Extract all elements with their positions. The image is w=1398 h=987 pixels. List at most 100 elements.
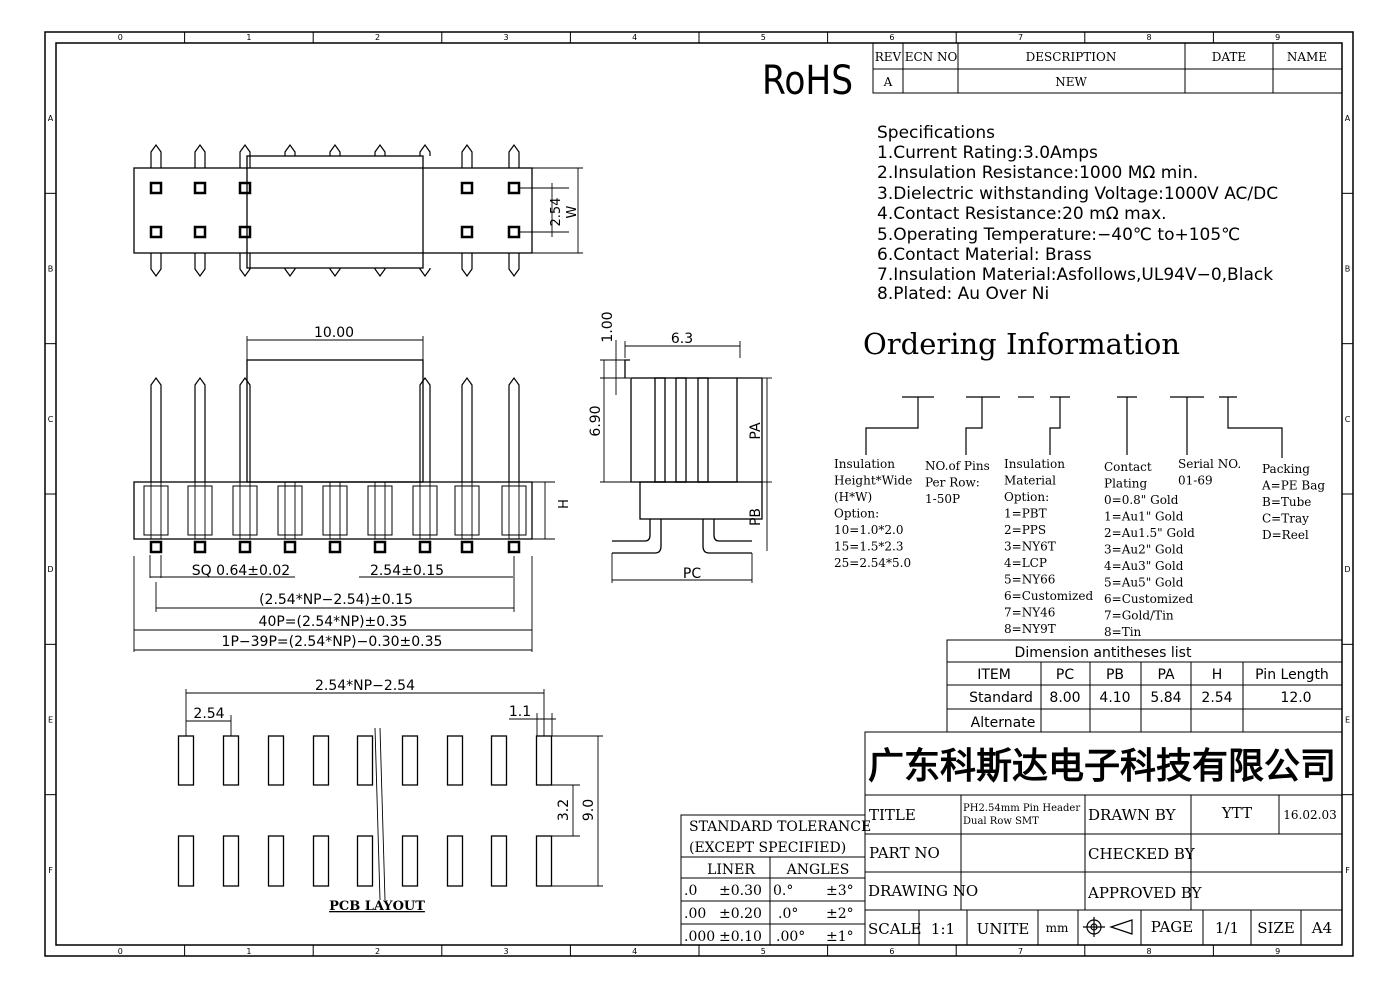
side-top-dim: 1.00 xyxy=(600,311,616,342)
ordering-option-text: 2=Au1.5" Gold xyxy=(1104,526,1195,540)
pin-square xyxy=(238,225,252,239)
front-pin-segment xyxy=(232,485,258,536)
ordering-option-text: 7=NY46 xyxy=(1004,606,1055,620)
front-pin-segment xyxy=(501,485,527,536)
top-view-pins xyxy=(149,143,521,278)
tol-cell: ±0.10 xyxy=(719,929,762,945)
pin-square xyxy=(460,181,474,195)
top-view xyxy=(133,155,533,269)
front-view-dims xyxy=(133,336,555,652)
ordering-option-text: Packing xyxy=(1262,462,1310,476)
spec-line: 1.Current Rating:3.0Amps xyxy=(877,143,1098,163)
dim-cell: Standard xyxy=(969,690,1033,706)
ordering-option-text: 5=Au5" Gold xyxy=(1104,576,1184,590)
frame-row-label: A xyxy=(1345,114,1351,123)
side-pb-dim: PB xyxy=(748,508,764,526)
pcb-pad xyxy=(312,735,330,786)
ordering-option-text: 4=Au3" Gold xyxy=(1104,559,1184,573)
pin-tip-bottom xyxy=(239,253,251,278)
dim-cell: 12.0 xyxy=(1280,690,1311,706)
ordering-option-text: Insulation xyxy=(834,457,895,471)
front-pin-segment xyxy=(277,485,303,536)
frame-row-label: E xyxy=(48,716,53,725)
spec-line: 4.Contact Resistance:20 mΩ max. xyxy=(877,204,1167,224)
pcb-pad xyxy=(356,735,374,786)
rev-header-ecn: ECN NO xyxy=(905,50,958,64)
frame-col-label: 5 xyxy=(761,33,766,42)
frame-col-label: 0 xyxy=(118,947,123,956)
pin-tip-bottom xyxy=(284,268,296,278)
part-no-label: PART NO xyxy=(869,844,940,862)
dim-header: H xyxy=(1212,667,1223,683)
pin-tip-top xyxy=(194,143,206,168)
pin-square xyxy=(149,181,163,195)
pcb-pad xyxy=(535,735,553,786)
size-value: A4 xyxy=(1311,919,1332,937)
specifications: Specifications 1.Current Rating:3.0Amps … xyxy=(877,123,1278,304)
p40-dim: 40P=(2.54*NP)±0.35 xyxy=(259,614,408,630)
drawn-by-value: YTT xyxy=(1221,804,1252,822)
frame-row-label: C xyxy=(48,415,54,424)
frame-col-label: 1 xyxy=(246,33,251,42)
front-pin-segment xyxy=(322,485,348,536)
front-housing xyxy=(246,359,424,483)
frame-col-label: 8 xyxy=(1147,947,1152,956)
pin-tip-top xyxy=(374,143,386,156)
size-label: SIZE xyxy=(1257,919,1295,937)
pin-tip-bottom xyxy=(374,268,386,278)
front-pin xyxy=(194,376,206,482)
pcb-layout-label: PCB LAYOUT xyxy=(329,899,425,914)
pcb-pad xyxy=(446,835,464,887)
rev-header-description: DESCRIPTION xyxy=(1026,50,1117,64)
drawing-no-label: DRAWING NO xyxy=(868,882,978,900)
pcb-pad xyxy=(177,735,195,786)
ordering-option-text: Serial NO. xyxy=(1178,457,1241,471)
ordering-option-text: Per Row: xyxy=(925,476,980,490)
p139-dim: 1P−39P=(2.54*NP)−0.30±0.35 xyxy=(222,634,443,650)
ordering-option-text: 25=2.54*5.0 xyxy=(834,556,911,570)
frame-col-label: 1 xyxy=(246,947,251,956)
ordering-option-text: 8=Tin xyxy=(1104,625,1142,639)
ordering-title: Ordering Information xyxy=(863,327,1180,361)
rev-header-date: DATE xyxy=(1212,50,1246,64)
tol-cell: ±1° xyxy=(826,929,854,945)
ordering-option-text: NO.of Pins xyxy=(925,459,990,473)
front-pin-foot xyxy=(283,540,297,554)
pin-square xyxy=(507,181,521,195)
pcb-pad xyxy=(535,835,553,887)
pin-tip-top xyxy=(239,143,251,168)
pin-tip-top xyxy=(461,143,473,168)
pcb-pad xyxy=(312,835,330,887)
angles-label: ANGLES xyxy=(786,862,850,878)
pcb-pad xyxy=(401,835,419,887)
ordering-option-text: 4=LCP xyxy=(1004,556,1047,570)
ordering-option-text: 3=NY6T xyxy=(1004,540,1056,554)
unite-label: UNITE xyxy=(977,920,1030,938)
frame-row-label: B xyxy=(48,265,54,274)
tolerance-table xyxy=(680,814,866,946)
tol-cell: .0° xyxy=(778,906,798,922)
spec-line: 6.Contact Material: Brass xyxy=(877,245,1092,265)
pcb-pads xyxy=(177,735,553,887)
rev-value-rev: A xyxy=(883,75,893,89)
frame-row-label: E xyxy=(1345,716,1350,725)
top-pitch-dim: 2.54 xyxy=(549,198,564,227)
dim-cell: 4.10 xyxy=(1099,690,1130,706)
ordering-option-text: 10=1.0*2.0 xyxy=(834,523,904,537)
ordering-option-text: 2=PPS xyxy=(1004,523,1046,537)
pcb-pad xyxy=(446,735,464,786)
spec-line: 5.Operating Temperature:−40℃ to+105℃ xyxy=(877,225,1240,245)
front-pin xyxy=(461,376,473,482)
dim-header: PB xyxy=(1106,667,1124,683)
tol-cell: ±0.20 xyxy=(719,906,762,922)
pin-square xyxy=(149,225,163,239)
frame-col-label: 2 xyxy=(375,33,380,42)
front-pin-foot xyxy=(328,540,342,554)
ordering-option-text: Contact xyxy=(1104,460,1152,474)
ordering-option-text: B=Tube xyxy=(1262,495,1311,509)
dim-header: PC xyxy=(1056,667,1074,683)
front-view xyxy=(133,359,533,540)
pin-tip-bottom xyxy=(329,268,341,278)
pcb-pad xyxy=(222,835,240,887)
tolerance-title-1: STANDARD TOLERANCE xyxy=(689,819,871,835)
